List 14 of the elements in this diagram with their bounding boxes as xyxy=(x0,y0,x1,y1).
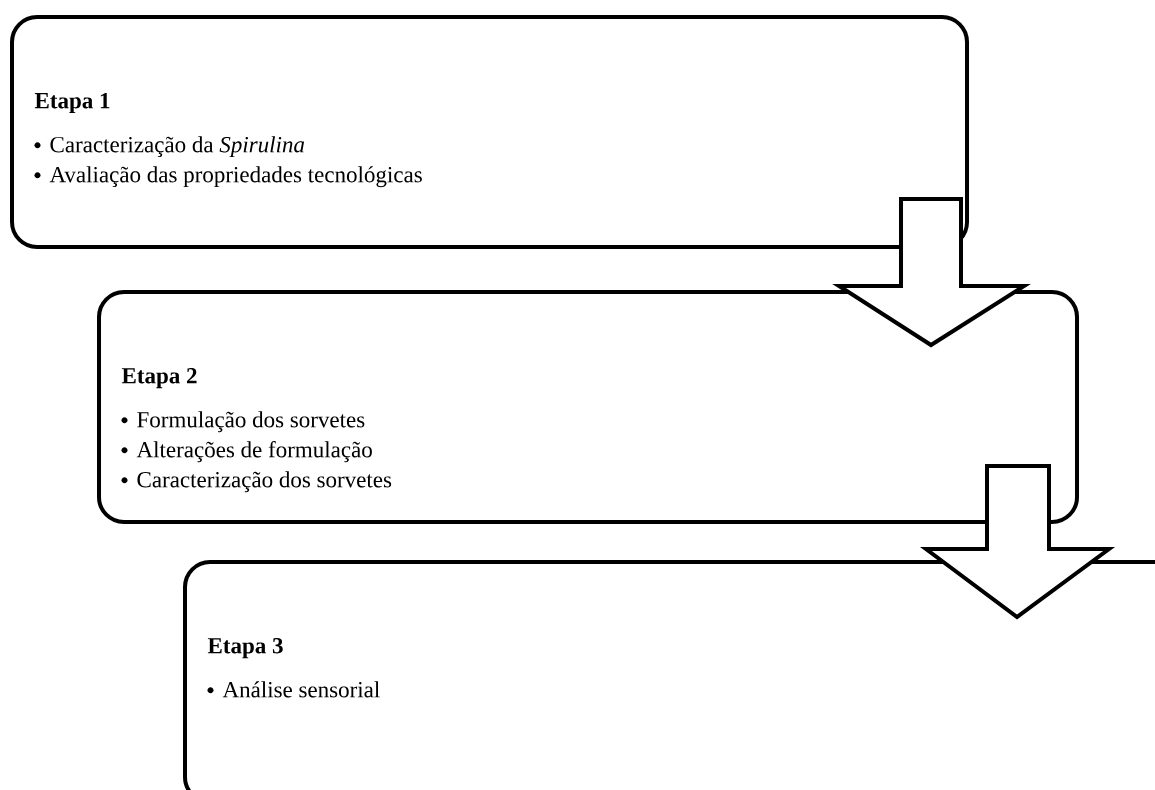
stage-heading: Etapa 1 xyxy=(34,93,110,114)
list-item: Caracterização da Spirulina xyxy=(34,136,305,158)
stage-heading: Etapa 2 xyxy=(121,368,197,389)
stage-box xyxy=(10,15,969,249)
stage-box xyxy=(97,290,1079,524)
list-item: Formulação dos sorvetes xyxy=(121,411,365,433)
stage-heading: Etapa 3 xyxy=(207,638,283,659)
block-arrow xyxy=(832,197,1031,348)
list-item: Avaliação das propriedades tecnológicas xyxy=(34,166,422,188)
stage-box xyxy=(183,560,1155,790)
list-item: Caracterização dos sorvetes xyxy=(121,471,392,493)
list-item: Análise sensorial xyxy=(207,681,380,698)
list-item: Alterações de formulação xyxy=(121,441,372,463)
block-arrow xyxy=(920,464,1116,620)
